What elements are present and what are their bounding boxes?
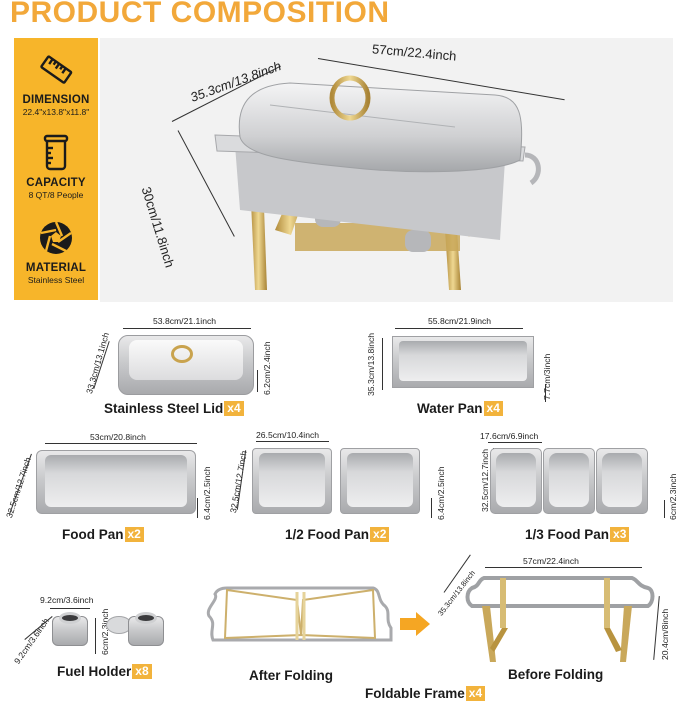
water-pan-height-label: 7.7cm/3inch [542,353,552,400]
lid-length-line [123,328,251,329]
half-pan-basin [347,453,413,507]
frame-unfolded-image [462,572,658,668]
lid-width-label: 33.3cm/13.1inch [84,331,111,395]
water-pan-qty-badge: x4 [483,401,503,416]
third-pan-qty-badge: x3 [610,527,630,542]
feature-title: CAPACITY [26,177,86,189]
lid-image [118,335,254,395]
fuel-holder-height-label: 6cm/2.3inch [100,608,110,655]
third-pan-image-1 [490,448,542,514]
water-pan-image [392,336,534,388]
food-pan-image [36,450,196,514]
third-pan-image-3 [596,448,648,514]
fuel-holder-length-label: 9.2cm/3.6inch [40,595,94,605]
water-pan-width-label: 35.3cm/13.8inch [366,332,376,396]
water-pan-name: Water Pan [417,401,483,416]
feature-subtitle: Stainless Steel [27,275,85,285]
half-pan-height-line [431,498,432,518]
water-pan-height-line [545,384,546,402]
half-pan-name: 1/2 Food Pan [285,527,370,542]
half-pan-image-1 [252,448,332,514]
half-pan-basin [259,453,325,507]
frame-height-label: 20.4cm/8inch [660,608,670,660]
lid-length-label: 53.8cm/21.1inch [153,316,217,326]
lid-name: Stainless Steel Lid [104,401,224,416]
half-pan-image-2 [340,448,420,514]
frame-after-folding-label: After Folding [249,668,333,683]
water-pan-basin [399,341,527,381]
third-pan-basin [496,453,536,507]
frame-before-folding-label: Before Folding [508,667,604,682]
frame-qty-badge: x4 [465,686,486,701]
feature-title: MATERIAL [25,262,87,274]
third-pan-height-line [664,500,665,518]
fuel-holder-height-line [95,618,96,654]
feature-subtitle: 8 QT/8 People [28,190,84,200]
food-pan-length-line [45,443,197,444]
third-pan-length-label: 17.6cm/6.9inch [480,431,539,441]
water-pan-width-line [382,338,383,390]
fuel-holder-name: Fuel Holder [57,664,132,679]
lid-qty-badge: x4 [224,401,244,416]
fuel-holder-image-2 [106,612,164,648]
frame-folded-image [205,580,395,650]
arrow-right-icon [400,612,430,636]
frame-length-label: 57cm/22.4inch [523,556,579,566]
page-title: PRODUCT COMPOSITION [10,0,390,29]
third-pan-basin [602,453,642,507]
fuel-holder-image-1 [52,612,88,648]
half-pan-length-label: 26.5cm/10.4inch [256,430,320,440]
third-pan-name: 1/3 Food Pan [525,527,610,542]
water-pan-length-line [395,328,523,329]
lid-height-line [257,370,258,392]
feature-subtitle: 22.4"x13.8"x11.8" [22,107,90,117]
food-pan-name: Food Pan [62,527,124,542]
frame-length-line [485,567,642,568]
lid-height-label: 6.2cm/2.4inch [262,341,272,395]
ruler-icon [40,55,73,84]
food-pan-height-label: 6.4cm/2.5inch [202,466,212,520]
third-pan-height-label: 6cm/2.3inch [668,473,678,520]
aperture-icon [40,221,72,254]
frame-name: Foldable Frame [365,686,465,701]
chafing-dish-image [195,55,575,305]
third-pan-basin [549,453,589,507]
food-pan-basin [45,455,187,507]
half-pan-qty-badge: x2 [370,527,390,542]
third-pan-image-2 [543,448,595,514]
feature-material: MATERIAL Stainless Steel [26,218,86,285]
fuel-holder-qty-badge: x8 [132,664,152,679]
feature-sidebar: DIMENSION 22.4"x13.8"x11.8" CAPACITY 8 Q… [14,38,98,300]
fuel-holder-width-label: 9.2cm/3.6inch [12,616,51,666]
lid-handle-icon [171,345,193,363]
beaker-icon [43,134,69,171]
feature-capacity: CAPACITY 8 QT/8 People [26,133,86,200]
feature-title: DIMENSION [22,94,90,106]
fuel-holder-length-line [50,608,90,609]
third-pan-width-label: 32.5cm/12.7inch [480,448,490,512]
food-pan-qty-badge: x2 [124,527,144,542]
food-pan-height-line [197,498,198,518]
third-pan-length-line [488,442,542,443]
food-pan-length-label: 53cm/20.8inch [90,432,146,442]
water-pan-length-label: 55.8cm/21.9inch [428,316,492,326]
feature-dimension: DIMENSION 22.4"x13.8"x11.8" [23,50,90,117]
half-pan-length-line [256,441,329,442]
half-pan-height-label: 6.4cm/2.5inch [436,466,446,520]
